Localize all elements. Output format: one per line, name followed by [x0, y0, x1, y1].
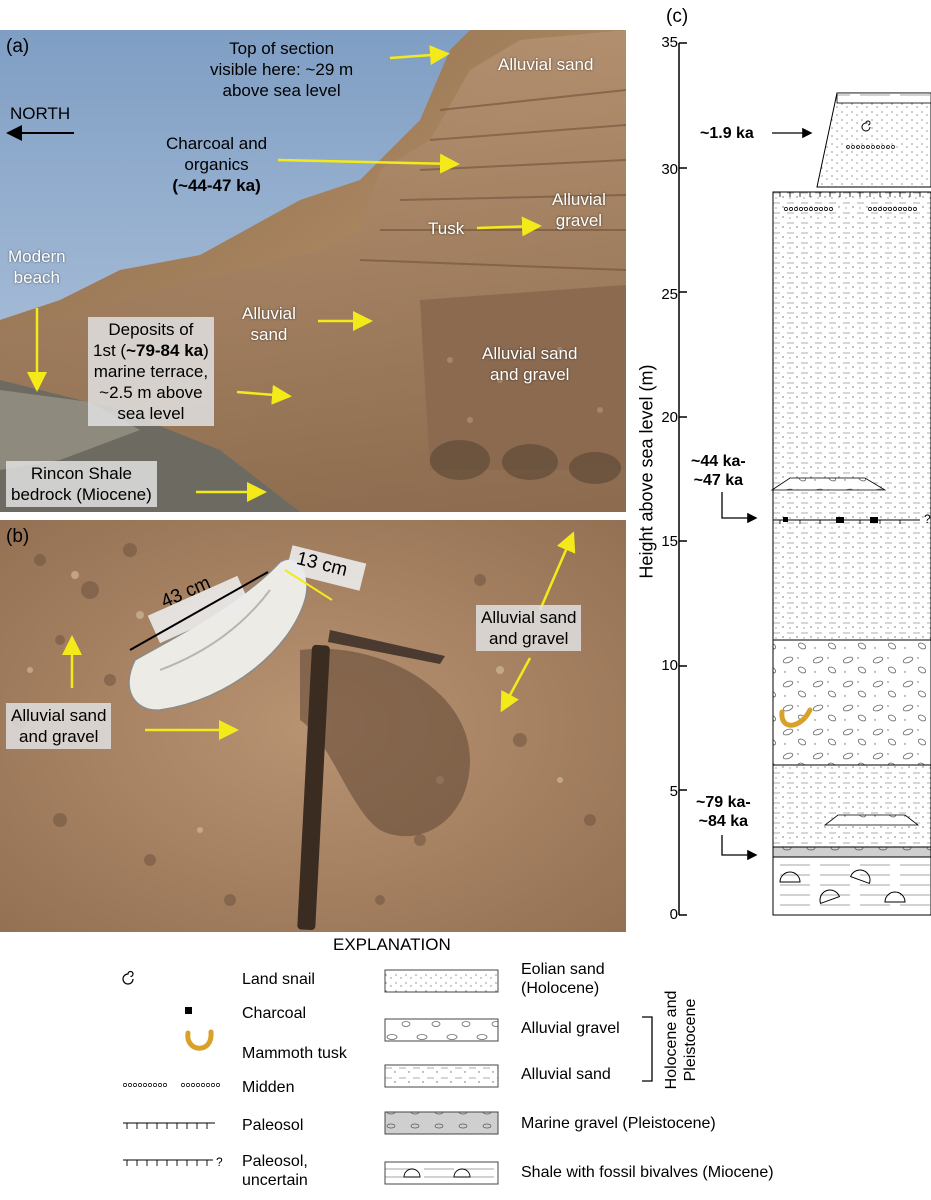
alluvial-gravel-label: Alluvial gravel: [552, 190, 606, 230]
arrow-top-section: [389, 45, 450, 66]
gravel-lens-lower: [823, 814, 920, 826]
y-axis-label: Height above sea level (m): [636, 364, 657, 579]
symbol-legend-icons: ?: [122, 970, 223, 1169]
legend-tusk: Mammoth tusk: [242, 1045, 347, 1062]
age-arrow-low: [721, 835, 758, 861]
y-axis-ticks: [679, 42, 687, 916]
paleosol-icon: [123, 1122, 215, 1129]
asg-right-label: Alluvial sand and gravel: [476, 605, 582, 651]
legend-paleosol-uncertain: Paleosol, uncertain: [242, 1153, 308, 1189]
arrow-b-right-down: [500, 657, 532, 713]
arrow-terrace: [236, 384, 292, 405]
tick-35: 35: [661, 34, 678, 51]
top-of-section-label: Top of section visible here: ~29 m above…: [210, 39, 354, 100]
swatch-alluvial-sand: [384, 1064, 499, 1088]
paleosol-ticks-mid: [779, 520, 901, 524]
eolian-top-soil: [836, 92, 931, 104]
paleosol-uncertain-icon: [123, 1159, 213, 1166]
tick-10: 10: [661, 657, 678, 674]
tusk-symbol: [779, 707, 813, 728]
tick-30: 30: [661, 161, 678, 178]
tick-20: 20: [661, 409, 678, 426]
bivalves: [779, 869, 906, 905]
tick-25: 25: [661, 286, 678, 303]
bracket: [642, 1016, 653, 1082]
panel-a-arrows: [6, 45, 542, 502]
legend-charcoal: Charcoal: [242, 1005, 307, 1022]
terrace-deposits-label: Deposits of 1st (~79-84 ka) marine terra…: [88, 317, 214, 426]
midden-upper: [784, 207, 917, 211]
bracket-label: Holocene and Pleistocene: [663, 990, 699, 1090]
swatch-shale: [384, 1161, 499, 1185]
pick-handle: [297, 644, 330, 931]
snail-symbol: [861, 120, 871, 132]
midden-eolian: [846, 145, 895, 149]
legend-shale: Shale with fossil bivalves (Miocene): [521, 1164, 774, 1181]
uncertain-mark: ?: [924, 512, 931, 526]
explanation-title: EXPLANATION: [333, 935, 451, 954]
alluvial-sand-gravel-a-label: Alluvial sand and gravel: [482, 344, 578, 384]
charcoal-symbols: [783, 517, 878, 523]
modern-beach-label: Modern beach: [8, 247, 66, 287]
paleosol-top-sand: [779, 192, 921, 197]
arrow-charcoal: [277, 153, 460, 174]
pick-head: [328, 630, 445, 664]
unit-legend-swatches: [384, 969, 499, 1185]
arrow-tusk: [476, 216, 542, 237]
tusk-icon: [185, 1029, 214, 1051]
charcoal-icon: [185, 1007, 192, 1014]
unit-eolian-sand: [816, 92, 931, 188]
swatch-marine-gravel: [384, 1111, 499, 1135]
age-mid: ~44 ka- ~47 ka: [691, 453, 746, 489]
unit-marine-gravel: [772, 846, 931, 858]
midden-icon: [123, 1083, 220, 1087]
age-top: ~1.9 ka: [700, 125, 754, 142]
arrow-b-right-up: [538, 531, 576, 611]
panel-b-label: (b): [6, 526, 30, 547]
legend-paleosol: Paleosol: [242, 1117, 304, 1134]
tick-15: 15: [661, 533, 678, 550]
dim-13cm-line: [284, 569, 333, 601]
snail-icon: [122, 970, 134, 985]
tick-5: 5: [669, 783, 678, 800]
rincon-shale-label: Rincon Shale bedrock (Miocene): [6, 461, 157, 507]
panel-a-photo: [0, 30, 626, 512]
alluvial-sand-top-label: Alluvial sand: [498, 55, 594, 74]
charcoal-label: Charcoal and organics (~44-47 ka): [166, 134, 268, 195]
unit-alluvial-sand-lower: [772, 764, 931, 848]
asg-left-label: Alluvial sand and gravel: [6, 703, 112, 749]
unit-alluvial-sand-upper: [772, 191, 931, 641]
unit-alluvial-gravel: [772, 639, 931, 766]
strat-column: ?: [678, 42, 931, 916]
legend-eolian: Eolian sand (Holocene): [521, 961, 605, 997]
legend-alluvial-sand: Alluvial sand: [521, 1066, 611, 1083]
panel-a-label: (a): [6, 36, 30, 57]
legend-snail: Land snail: [242, 971, 315, 988]
north-label: NORTH: [10, 104, 71, 123]
legend-marine-gravel: Marine gravel (Pleistocene): [521, 1115, 716, 1132]
alluvial-sand-mid-label: Alluvial sand: [242, 304, 296, 344]
age-arrow-mid: [721, 492, 758, 524]
tusk-label: Tusk: [428, 219, 465, 238]
swatch-eolian: [384, 969, 499, 993]
legend-midden: Midden: [242, 1079, 295, 1096]
age-low: ~79 ka- ~84 ka: [696, 794, 751, 830]
swatch-alluvial-gravel: [384, 1018, 499, 1042]
panel-c-label: (c): [666, 6, 689, 27]
dim-43cm-line: [129, 571, 269, 651]
uncertain-mark-legend: ?: [216, 1155, 223, 1169]
legend-alluvial-gravel: Alluvial gravel: [521, 1020, 620, 1037]
gravel-lens-upper: [770, 477, 887, 491]
unit-shale: [772, 856, 931, 916]
dim-13cm-box: [285, 545, 367, 591]
tick-0: 0: [669, 906, 678, 923]
